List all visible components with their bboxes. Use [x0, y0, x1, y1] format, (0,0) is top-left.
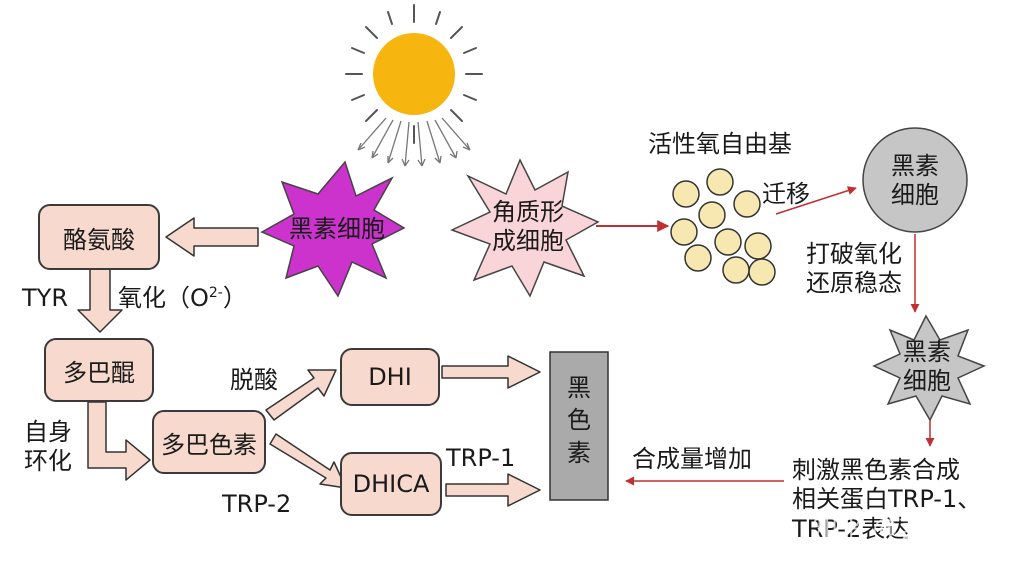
keratinocyte-label: 角质形 成细胞 — [486, 198, 570, 256]
oxidation-sup: 2- — [208, 285, 223, 301]
break-redox-line2: 还原稳态 — [806, 268, 902, 297]
melanocyte-star-label: 黑素细胞 — [289, 215, 385, 243]
melanin-label-line1: 黑 — [567, 374, 591, 402]
trp1-label: TRP-1 — [446, 444, 516, 472]
dopachrome-label: 多巴色素 — [161, 430, 257, 459]
dhi-box: DHI — [340, 348, 440, 406]
dhica-label: DHICA — [352, 470, 430, 498]
stimulate-label: 刺激黑色素合成 相关蛋白TRP-1、 TRP-2表达 — [792, 456, 981, 544]
dopaquinone-label: 多巴醌 — [63, 358, 135, 387]
dhi-label: DHI — [368, 363, 412, 391]
self-cyclization-line1: 自身 — [24, 418, 72, 446]
keratinocyte-label-line2: 成细胞 — [492, 226, 564, 255]
melanocyte-star-shape — [260, 160, 406, 298]
melanin-label-line2: 色 — [567, 406, 591, 435]
melanin-label-line3: 素 — [567, 438, 591, 467]
sun-icon — [345, 4, 483, 144]
stimulate-line1: 刺激黑色素合成 — [792, 456, 960, 484]
arrow-dopaquinone-to-dopachrome — [87, 401, 151, 481]
melanocyte-circle-line1: 黑素 — [891, 152, 939, 180]
sun-ray-arrows-icon — [357, 117, 471, 167]
tyrosine-box: 酪氨酸 — [38, 204, 160, 270]
dhica-box: DHICA — [340, 452, 442, 516]
break-redox-label: 打破氧化 还原稳态 — [806, 240, 902, 298]
keratinocyte-star-shape — [450, 158, 600, 298]
decarboxylation-label: 脱酸 — [230, 366, 278, 394]
oxidation-label: 氧化（O2-） — [118, 284, 247, 313]
particle-cluster-icon — [670, 168, 776, 286]
dopaquinone-box: 多巴醌 — [44, 338, 154, 402]
oxidation-text: 氧化（O — [118, 284, 209, 312]
melanin-bar — [549, 351, 609, 501]
melanocyte-gray-line2: 细胞 — [903, 366, 951, 395]
arrow-dhica-to-melanin — [445, 473, 541, 507]
migration-label: 迁移 — [762, 180, 810, 208]
tyrosine-label: 酪氨酸 — [63, 225, 135, 254]
arrow-ros-to-melanocyte — [775, 186, 857, 215]
self-cyclization-line2: 环化 — [24, 446, 72, 475]
melanocyte-gray-label: 黑素 细胞 — [892, 338, 962, 396]
melanocyte-circle-line2: 细胞 — [891, 180, 939, 209]
arrow-star-to-tyrosine — [165, 217, 259, 257]
arrow-dopachrome-to-dhica — [269, 433, 347, 489]
keratinocyte-label-line1: 角质形 — [492, 198, 564, 226]
oxidation-close: ） — [222, 284, 247, 312]
self-cyclization-label: 自身 环化 — [24, 418, 72, 476]
synthesis-increase-label: 合成量增加 — [632, 445, 752, 473]
stimulate-line2: 相关蛋白TRP-1、 — [792, 485, 982, 514]
dopachrome-box: 多巴色素 — [152, 410, 266, 474]
ros-label: 活性氧自由基 — [648, 130, 792, 158]
tyr-label: TYR — [22, 284, 68, 312]
arrow-tyrosine-to-dopaquinone — [77, 267, 123, 333]
trp2-label: TRP-2 — [222, 490, 292, 518]
break-redox-line1: 打破氧化 — [806, 240, 902, 268]
melanin-label: 黑 色 素 — [558, 372, 600, 469]
arrow-dopachrome-to-dhi — [265, 369, 337, 421]
melanocyte-circle-shape — [862, 127, 968, 233]
arrow-dhi-to-melanin — [441, 355, 541, 389]
melanocyte-circle-label: 黑素 细胞 — [880, 152, 950, 210]
watermark: 知乎 @言雨潇 — [812, 514, 977, 544]
melanocyte-gray-line1: 黑素 — [903, 338, 951, 366]
stimulate-line3: TRP-2表达 — [792, 514, 910, 543]
